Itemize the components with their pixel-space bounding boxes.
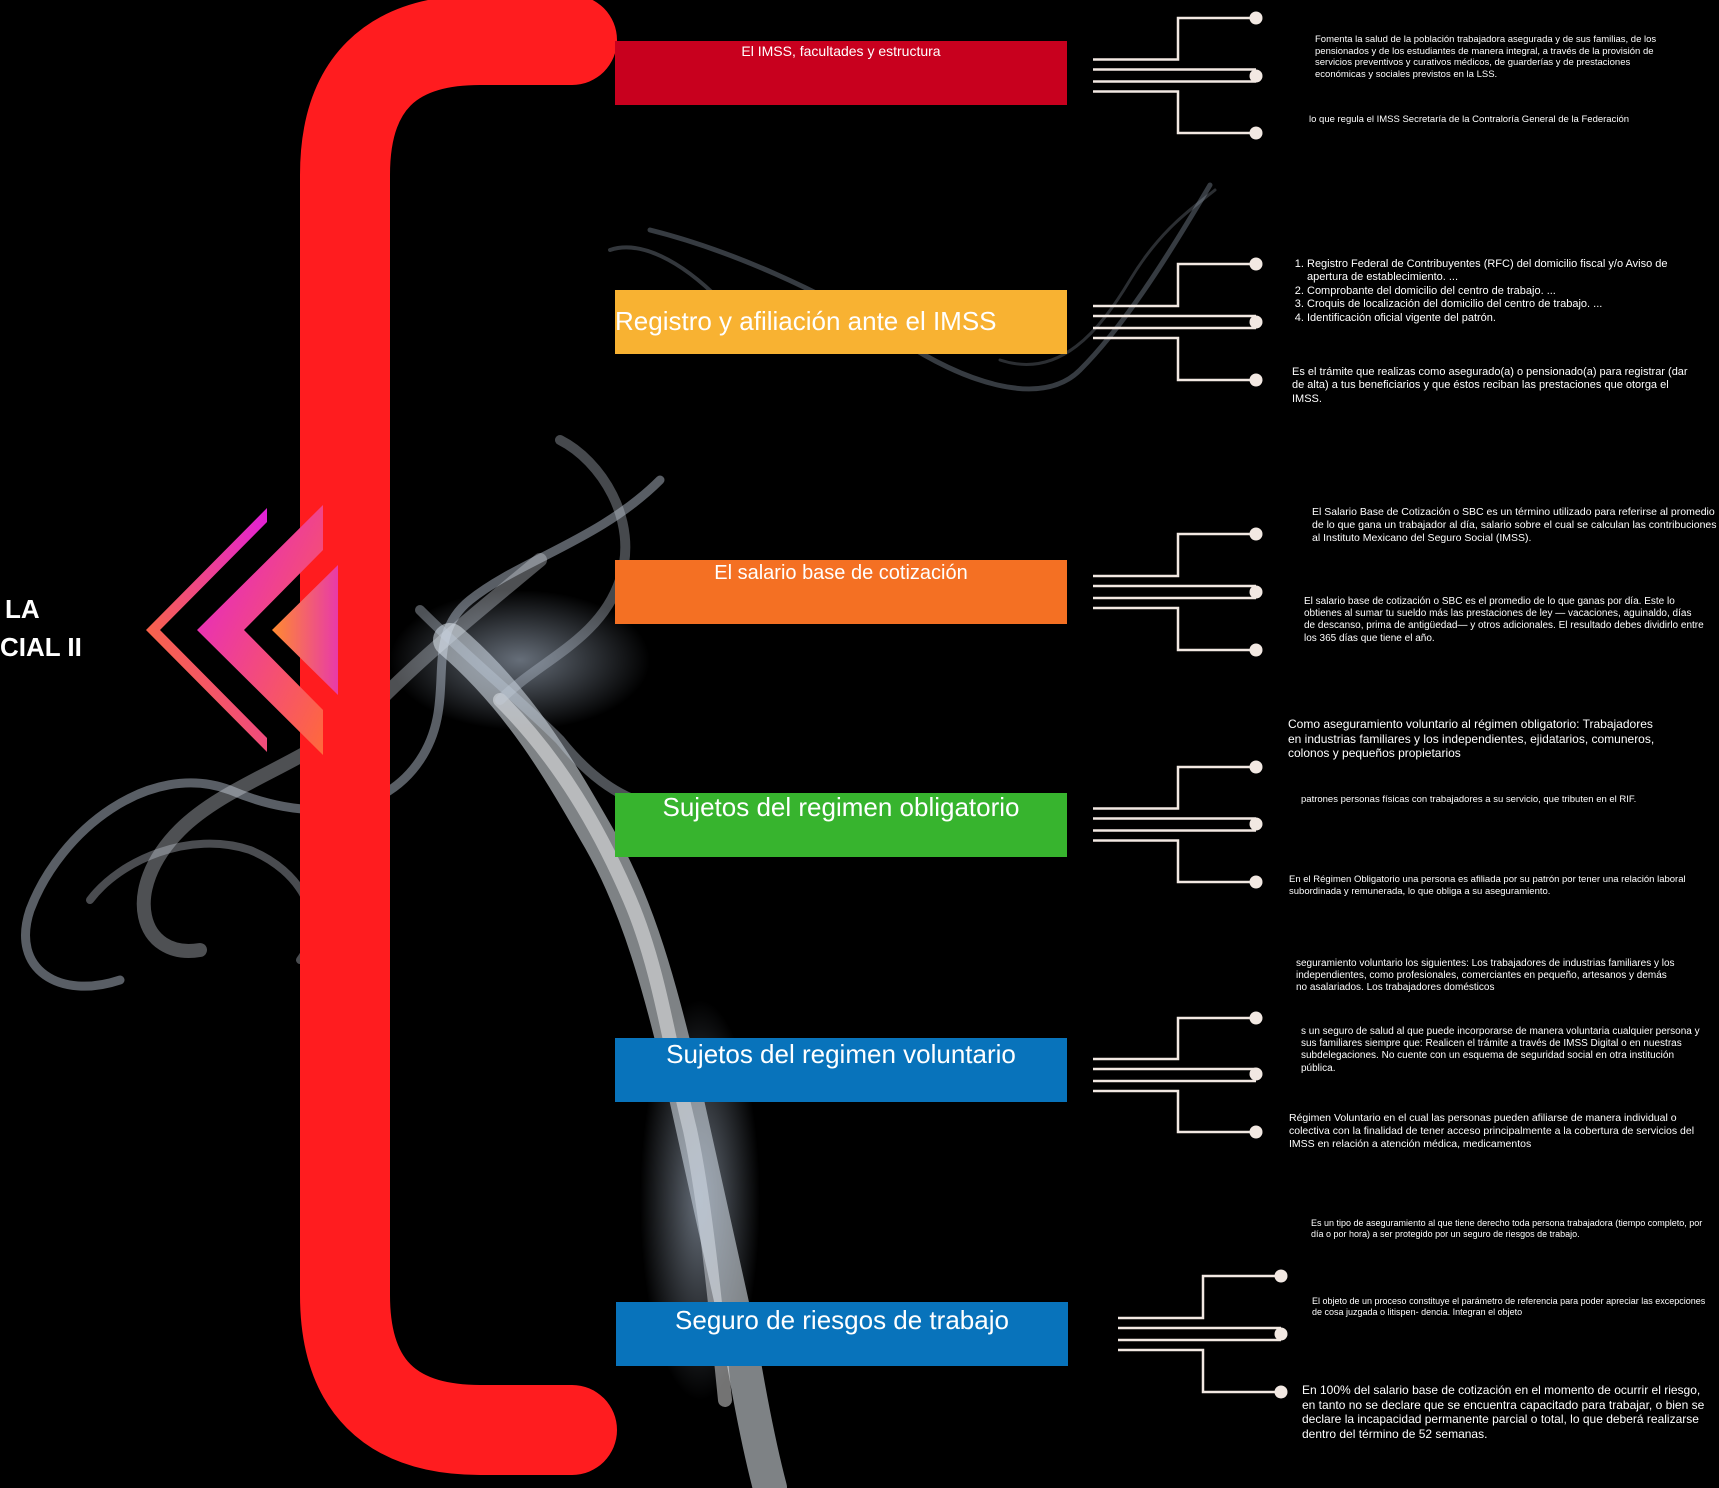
connector-dot [1274, 1327, 1288, 1341]
topic-box-salario[interactable]: El salario base de cotización [615, 560, 1067, 624]
note-imss-1: Fomenta la salud de la población trabaja… [1315, 34, 1657, 80]
connector-dot [1249, 760, 1263, 774]
connector-dot [1249, 585, 1263, 599]
note-obligatorio-3: En el Régimen Obligatorio una persona es… [1289, 874, 1686, 897]
topic-label: Sujetos del regimen obligatorio [662, 792, 1020, 822]
connector-dot [1249, 315, 1263, 329]
list-item: Registro Federal de Contribuyentes (RFC)… [1307, 258, 1703, 285]
note-riesgos-1: Es un tipo de aseguramiento al que tiene… [1311, 1218, 1703, 1239]
connector-dot [1274, 1269, 1288, 1283]
connector-tree [1093, 11, 1263, 140]
note-imss-2: lo que regula el IMSS Secretaría de la C… [1309, 114, 1630, 125]
connector-tree [1093, 1011, 1263, 1139]
connector-lines [1093, 262, 1256, 382]
connector-lines [1093, 1016, 1256, 1134]
list-item: Croquis de localización del domicilio de… [1307, 298, 1703, 311]
title-line-2: CIAL II [0, 632, 82, 662]
connector-lines [1093, 765, 1256, 884]
topic-label: Sujetos del regimen voluntario [666, 1039, 1016, 1069]
main-bracket [300, 0, 617, 1475]
connector-dot [1249, 126, 1263, 140]
note-salario-1: El Salario Base de Cotización o SBC es u… [1312, 506, 1717, 544]
connector-lines [1118, 1274, 1281, 1394]
note-voluntario-2: s un seguro de salud al que puede incorp… [1301, 1026, 1700, 1074]
connector-dot [1249, 373, 1263, 387]
connector-tree [1093, 527, 1263, 657]
topic-box-registro[interactable]: Registro y afiliación ante el IMSS [615, 290, 1067, 354]
connector-lines [1093, 16, 1256, 135]
topic-box-imss[interactable]: El IMSS, facultades y estructura [615, 41, 1067, 105]
chevron-arrows-icon [146, 505, 338, 755]
topic-label: Seguro de riesgos de trabajo [675, 1305, 1009, 1335]
title-line-1: LA [5, 594, 40, 624]
connector-dot [1249, 257, 1263, 271]
note-salario-2: El salario base de cotización o SBC es e… [1304, 596, 1704, 644]
connector-lines [1093, 532, 1256, 652]
connector-dot [1249, 1067, 1263, 1081]
connector-dot [1249, 1011, 1263, 1025]
connector-group [1093, 11, 1288, 1399]
topic-box-obligatorio[interactable]: Sujetos del regimen obligatorio [615, 792, 1067, 857]
connector-dot [1249, 1125, 1263, 1139]
topic-label: Registro y afiliación ante el IMSS [615, 306, 997, 337]
note-voluntario-1: seguramiento voluntario los siguientes: … [1296, 958, 1675, 994]
list-item: Comprobante del domicilio del centro de … [1307, 285, 1703, 298]
connector-dot [1249, 643, 1263, 657]
connector-dot [1249, 527, 1263, 541]
note-registro-1: Es el trámite que realizas como asegurad… [1292, 366, 1688, 405]
connector-dot [1249, 875, 1263, 889]
connector-tree [1118, 1269, 1288, 1399]
list-item: Identificación oficial vigente del patró… [1307, 312, 1703, 325]
note-obligatorio-1: Como aseguramiento voluntario al régimen… [1288, 717, 1655, 761]
connector-tree [1093, 760, 1263, 889]
note-riesgos-2: El objeto de un proceso constituye el pa… [1312, 1296, 1706, 1317]
note-voluntario-3: Régimen Voluntario en el cual las person… [1289, 1112, 1695, 1150]
connector-dot [1274, 1385, 1288, 1399]
note-registro-list: Registro Federal de Contribuyentes (RFC)… [1293, 258, 1703, 325]
topic-box-voluntario[interactable]: Sujetos del regimen voluntario [615, 1038, 1067, 1102]
topic-box-riesgos[interactable]: Seguro de riesgos de trabajo [616, 1302, 1068, 1366]
connector-tree [1093, 257, 1263, 387]
note-obligatorio-2: patrones personas físicas con trabajador… [1301, 794, 1637, 805]
topic-label: El salario base de cotización [714, 562, 968, 584]
note-riesgos-3: En 100% del salario base de cotización e… [1302, 1383, 1705, 1441]
topic-label: El IMSS, facultades y estructura [741, 43, 941, 59]
connector-dot [1249, 817, 1263, 831]
connector-dot [1249, 11, 1263, 25]
connector-dot [1249, 69, 1263, 83]
